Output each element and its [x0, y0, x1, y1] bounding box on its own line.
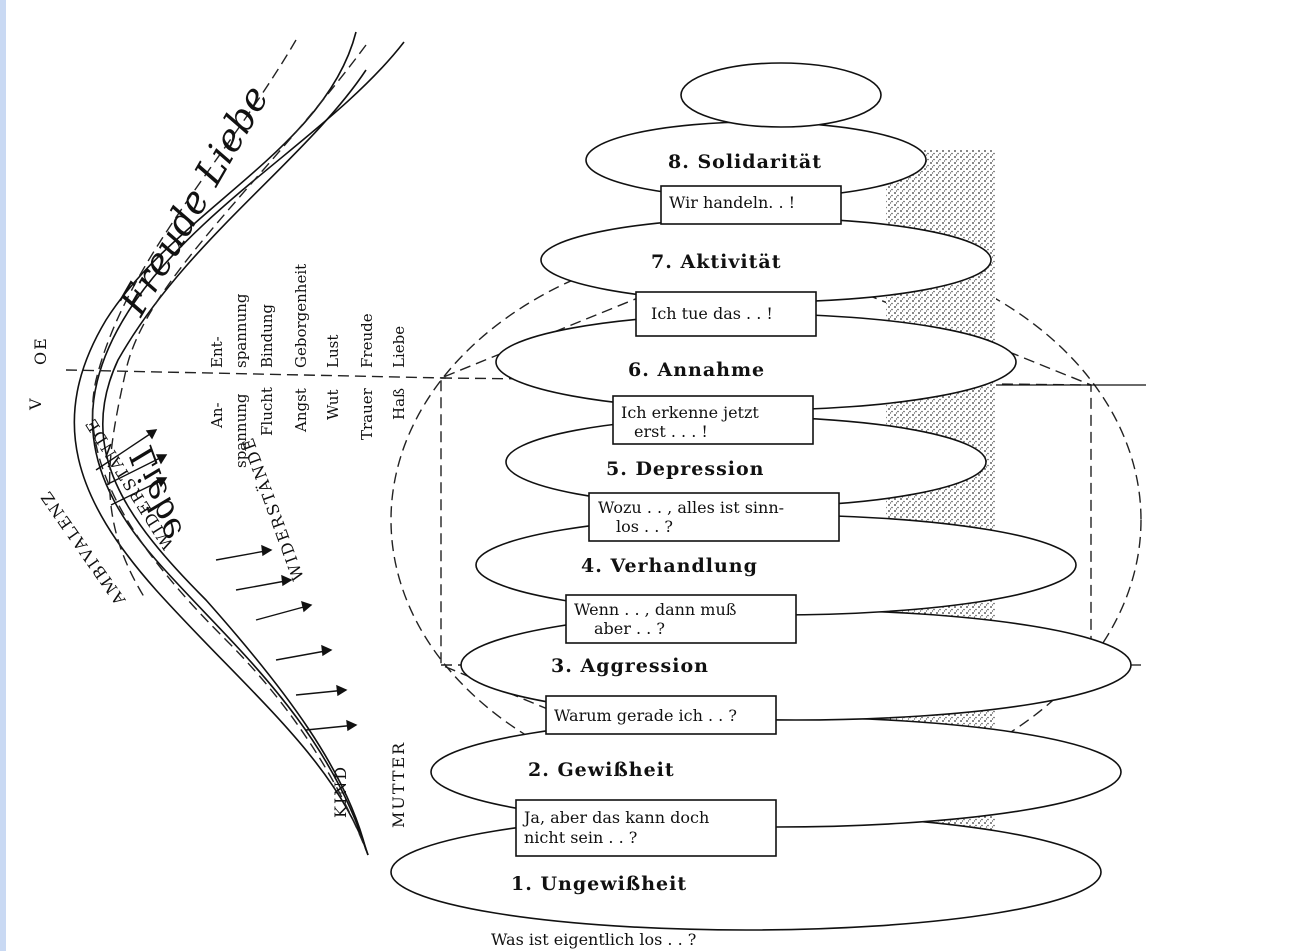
emotion-pos-0: Ent-: [208, 336, 226, 368]
emotion-pos-5: Freude: [358, 313, 376, 368]
emotion-neg-5: Trauer: [358, 387, 376, 440]
stage-title-2: 2. Gewißheit: [528, 759, 675, 781]
stage-phrase-7: Ich tue das . . !: [651, 304, 773, 323]
phrase-box-5: [588, 492, 840, 542]
stage-title-5: 5. Depression: [606, 458, 765, 480]
emotion-pos-6: Liebe: [390, 326, 408, 368]
phrase-box-2: [515, 799, 777, 857]
band-dashed-curve: [91, 39, 367, 851]
negative-emotions: An- spannung Flucht Angst Wut Trauer Haß: [208, 387, 408, 468]
label-mark-oe: OE: [31, 336, 50, 365]
emotion-neg-1: spannung: [232, 393, 250, 468]
emotion-pos-1: spannung: [232, 293, 250, 368]
positive-emotions: Ent- spannung Bindung Geborgenheit Lust …: [208, 264, 408, 368]
stage-title-6: 6. Annahme: [628, 359, 765, 381]
phrase-box-6: [612, 395, 814, 445]
emotion-pos-2: Bindung: [258, 304, 276, 368]
stage-phrase-5-line-2: los . . ?: [616, 517, 673, 536]
band-inner-curve-2: [102, 69, 367, 851]
stage-phrase-3: Warum gerade ich . . ?: [554, 706, 737, 725]
stage-phrase-4-line-1: Wenn . . , dann muß: [574, 600, 736, 619]
phrase-box-4: [565, 594, 797, 644]
label-kind: KIND: [331, 765, 350, 818]
emotion-neg-4: Wut: [324, 390, 342, 421]
emotion-neg-3: Angst: [292, 388, 310, 433]
diagram-frame: Freude Liebe Liebe WIDERSTÄNDE WIDERSTÄN…: [6, 0, 1309, 951]
resistance-arrows: [95, 429, 358, 732]
script-freude-liebe: Freude Liebe: [110, 78, 277, 324]
grief-spiral-diagram: Freude Liebe Liebe WIDERSTÄNDE WIDERSTÄN…: [26, 31, 1146, 949]
phrase-box-8: [660, 185, 842, 225]
stage-phrase-4-line-2: aber . . ?: [594, 619, 665, 638]
emotion-neg-0: An-: [208, 402, 226, 429]
phrase-box-7: [635, 291, 817, 337]
stage-phrase-2-line-2: nicht sein . . ?: [524, 828, 637, 847]
stage-phrase-1: Was ist eigentlich los . . ?: [491, 930, 696, 949]
stage-phrase-6-line-2: erst . . . !: [634, 422, 708, 441]
stage-titles: 1. Ungewißheit 2. Gewißheit 3. Aggressio…: [511, 151, 822, 895]
stage-title-1: 1. Ungewißheit: [511, 873, 687, 895]
disc-top-cap: [680, 62, 882, 128]
stage-phrase-8: Wir handeln. . !: [669, 193, 795, 212]
band-inner-curve: [73, 31, 369, 856]
phrase-boxes: [515, 185, 842, 857]
phrase-box-3: [545, 695, 777, 735]
band-outer-curve: [91, 41, 405, 856]
label-mark-v: V: [26, 396, 45, 411]
stage-title-7: 7. Aktivität: [651, 251, 781, 273]
stage-title-8: 8. Solidarität: [668, 151, 822, 173]
stage-phrases: Was ist eigentlich los . . ? Ja, aber da…: [491, 193, 795, 949]
emotion-neg-2: Flucht: [258, 387, 276, 436]
stage-title-3: 3. Aggression: [551, 655, 709, 677]
emotion-divider-line: [65, 369, 447, 379]
emotion-neg-6: Haß: [390, 388, 408, 420]
stage-phrase-6-line-1: Ich erkenne jetzt: [621, 403, 759, 422]
label-mutter: MUTTER: [389, 741, 408, 828]
emotion-pos-4: Lust: [324, 335, 342, 368]
stage-phrase-5-line-1: Wozu . . , alles ist sinn-: [598, 498, 784, 517]
stage-phrase-2-line-1: Ja, aber das kann doch: [522, 808, 709, 827]
stage-title-4: 4. Verhandlung: [581, 555, 758, 577]
emotion-pos-3: Geborgenheit: [292, 264, 310, 368]
